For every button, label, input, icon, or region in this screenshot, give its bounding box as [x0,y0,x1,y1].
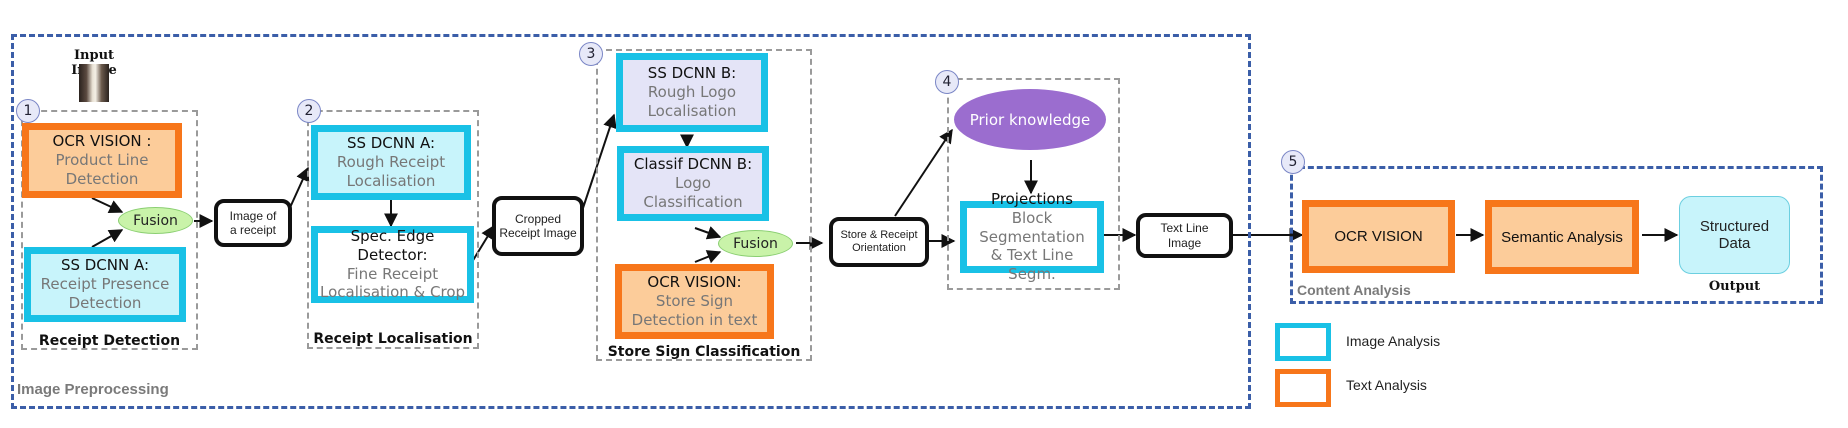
classif-dcnn-b-text-2: Classification [643,192,743,211]
ss-dcnn-b-box: SS DCNN B: Rough Logo Localisation [616,53,768,132]
store-sign-caption: Store Sign Classification [607,344,801,360]
arrow-ocr-to-fusion [91,197,124,214]
structured-data-text-1: Structured [1699,217,1770,235]
image-of-receipt-text-2: a receipt [229,223,276,237]
legend-image-analysis-label: Image Analysis [1346,333,1441,349]
projections-box: Projections Block Segmentation & Text Li… [960,190,1104,283]
step-number-3: 3 [579,42,603,66]
output-label: Output [1708,279,1761,294]
ss-dcnn-a-presence-box: SS DCNN A: Receipt Presence Detection [24,247,186,322]
arrow-cropped-to-store-sign [582,113,617,209]
projections-text-2: & Text Line Segm. [990,246,1074,284]
ocr-product-line-text-2: Detection [65,169,139,188]
ss-dcnn-a-presence-text-1: Receipt Presence [40,275,170,294]
ss-dcnn-a-presence-text-2: Detection [68,293,142,312]
step-number-1: 1 [16,99,40,123]
ocr-product-line-title: OCR VISION : [52,132,152,151]
receipt-detection-caption: Receipt Detection [38,333,181,349]
receipt-localisation-caption: Receipt Localisation [313,331,473,347]
legend-text-analysis-swatch [1275,369,1331,407]
edge-detector-title: Spec. Edge Detector: [350,227,435,264]
projections-title: Projections [991,190,1073,209]
classif-dcnn-b-title: Classif DCNN B: [633,155,753,174]
group-content-analysis [1290,166,1823,304]
semantic-analysis-label: Semantic Analysis [1501,228,1623,246]
edge-detector-box: Spec. Edge Detector: Fine Receipt Locali… [311,226,474,303]
store-sign-group [596,49,812,361]
classif-dcnn-b-box: Classif DCNN B: Logo Classification [617,146,769,221]
cropped-receipt-text-1: Cropped [514,211,562,226]
ocr-vision-content-box: OCR VISION [1302,200,1455,273]
input-image-thumbnail [79,64,109,102]
edge-detector-text-1: Fine Receipt [346,264,439,283]
cropped-receipt-text-2: Receipt Image [499,226,577,240]
text-line-image-text-1: Text Line [1160,221,1209,236]
receipt-detection-group [21,110,198,350]
arrow-ocr-sign-to-fusion [694,250,722,264]
ss-dcnn-a-rough-box: SS DCNN A: Rough Receipt Localisation [311,125,471,200]
semantic-analysis-box: Semantic Analysis [1485,200,1639,274]
ss-dcnn-b-text-2: Localisation [647,101,737,120]
structured-data-text-2: Data [1718,235,1751,252]
classif-dcnn-b-text-1: Logo [675,174,711,193]
legend-text-analysis-label: Text Analysis [1346,377,1427,393]
ocr-store-sign-title: OCR VISION: [647,273,742,292]
arrow-orientation-to-prior [894,128,953,217]
step-number-4: 4 [935,70,959,94]
ocr-product-line-box: OCR VISION : Product Line Detection [22,123,182,198]
ocr-vision-content-label: OCR VISION [1334,228,1423,245]
ss-dcnn-b-title: SS DCNN B: [647,64,737,83]
projections-group [947,78,1120,290]
step-number-2: 2 [297,99,321,123]
step-number-5: 5 [1281,150,1305,174]
arrow-fine-to-cropped [471,224,495,263]
receipt-localisation-group [307,110,479,349]
text-line-image-text-2: Image [1167,235,1202,250]
group-image-preprocessing-label: Image Preprocessing [17,381,169,398]
prior-knowledge-node: Prior knowledge [954,89,1106,150]
ocr-product-line-text-1: Product Line [55,151,149,170]
group-image-preprocessing [11,34,1251,409]
orientation-text-2: Orientation [852,242,906,254]
ss-dcnn-a-presence-title: SS DCNN A: [60,256,150,275]
ss-dcnn-a-rough-text-1: Rough Receipt [336,153,446,172]
arrow-ss-to-fusion [91,229,124,248]
ocr-store-sign-text-2: Detection in text [631,310,758,329]
ocr-store-sign-box: OCR VISION: Store Sign Detection in text [615,264,774,339]
fusion-node-2: Fusion [718,230,793,257]
group-content-analysis-label: Content Analysis [1297,282,1411,298]
orientation-text-1: Store & Receipt [840,228,918,241]
arrow-classif-to-fusion [694,226,722,240]
edge-detector-text-2: Localisation & Crop [319,283,466,302]
legend-image-analysis-swatch [1275,323,1331,361]
image-of-receipt-text-1: Image of [229,208,277,223]
fusion-node-1: Fusion [118,207,193,234]
ss-dcnn-b-text-1: Rough Logo [647,83,737,102]
projections-text-1: Block Segmentation [979,208,1085,246]
ss-dcnn-a-rough-text-2: Localisation [346,171,436,190]
ss-dcnn-a-rough-title: SS DCNN A: [346,134,436,153]
ocr-store-sign-text-1: Store Sign [655,292,734,311]
